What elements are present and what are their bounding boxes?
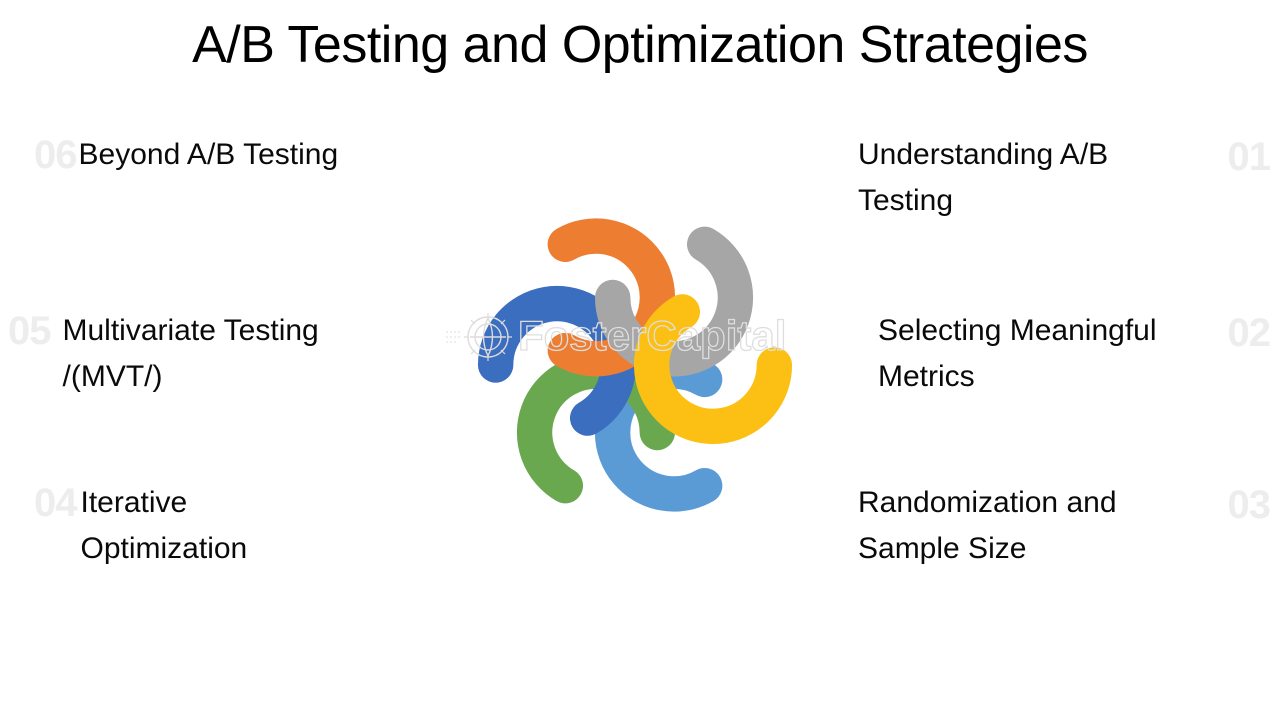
item-label-06: Beyond A/B Testing: [78, 138, 339, 171]
item-number-06: 06: [34, 133, 77, 177]
list-item-05[interactable]: 05 Multivariate Testing /(MVT/): [8, 308, 438, 400]
item-label-02-line1: Selecting Meaningful: [878, 314, 1157, 347]
list-item-03[interactable]: Randomization and Sample Size 03: [858, 480, 1271, 572]
item-label-03-line2: Sample Size: [858, 532, 1027, 565]
item-label-03: Randomization and Sample Size: [858, 480, 1117, 572]
item-label-05-line2: /(MVT/): [62, 360, 163, 393]
item-label-04: Iterative Optimization: [81, 480, 248, 572]
item-label-05: Multivariate Testing /(MVT/): [63, 308, 319, 400]
pinwheel-diagram: [410, 160, 860, 570]
item-label-03-line1: Randomization and: [858, 486, 1117, 519]
list-item-01[interactable]: Understanding A/B Testing 01: [858, 132, 1271, 224]
item-label-01-line2: Testing: [858, 184, 954, 217]
item-number-01: 01: [1227, 135, 1271, 179]
item-label-01-line1: Understanding A/B: [858, 138, 1109, 171]
item-number-03: 03: [1227, 483, 1271, 527]
page-title: A/B Testing and Optimization Strategies: [192, 16, 1088, 74]
list-item-06[interactable]: 06 Beyond A/B Testing: [34, 132, 454, 178]
item-number-02: 02: [1227, 311, 1271, 355]
item-label-04-line2: Optimization: [80, 532, 248, 565]
list-item-02[interactable]: Selecting Meaningful Metrics 02: [878, 308, 1271, 400]
item-label-04-line1: Iterative: [80, 486, 188, 519]
item-label-05-line1: Multivariate Testing: [62, 314, 319, 347]
item-label-02-line2: Metrics: [878, 360, 975, 393]
list-item-04[interactable]: 04 Iterative Optimization: [34, 480, 454, 572]
item-label-02: Selecting Meaningful Metrics: [878, 308, 1157, 400]
item-number-04: 04: [34, 481, 77, 525]
item-label-01: Understanding A/B Testing: [858, 132, 1108, 224]
item-number-05: 05: [8, 309, 51, 353]
